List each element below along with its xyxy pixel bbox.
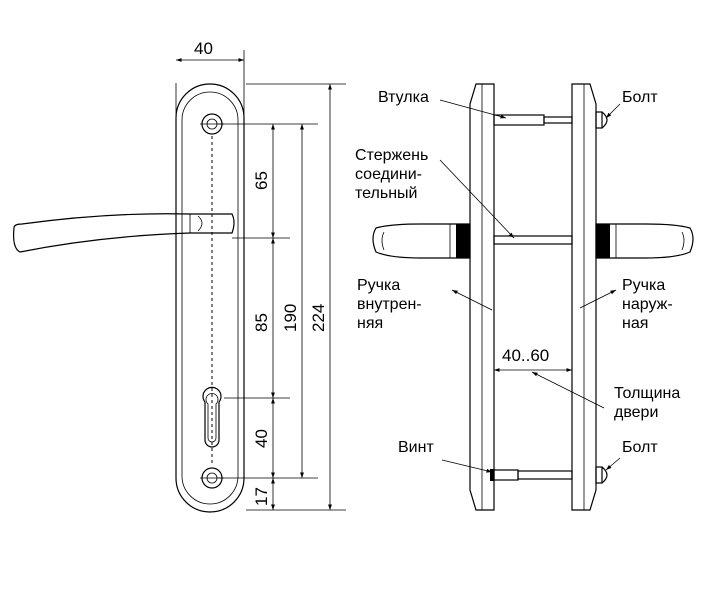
top-bolt	[595, 111, 603, 129]
label-bolt-bottom: Болт	[622, 439, 658, 456]
outer-handle	[595, 223, 694, 259]
label-rod-3: тельный	[355, 185, 417, 202]
outer-backplate	[571, 83, 597, 511]
label-door-thickness-1: Толщина	[614, 385, 680, 402]
label-inner-handle-2: внутрен-	[357, 296, 422, 313]
dim-190: 190	[281, 304, 300, 332]
label-rod-1: Стержень	[355, 147, 428, 164]
label-door-thickness-2: двери	[614, 404, 658, 421]
dim-40-lower: 40	[252, 429, 271, 448]
dim-224: 224	[309, 304, 328, 332]
bottom-screw	[493, 469, 519, 481]
dim-65: 65	[252, 171, 271, 190]
label-rod-2: соедини-	[355, 166, 422, 183]
backplate-outline	[175, 83, 245, 513]
label-bolt-top: Болт	[622, 89, 658, 106]
label-inner-handle-3: няя	[357, 315, 383, 332]
inner-handle	[372, 223, 471, 259]
label-bushing: Втулка	[378, 89, 429, 106]
dim-85: 85	[252, 313, 271, 332]
bottom-bolt	[595, 466, 603, 484]
inner-backplate	[469, 83, 495, 511]
dim-17: 17	[252, 487, 271, 506]
label-outer-handle-2: наруж-	[622, 296, 673, 313]
backplate-inner-outline	[181, 91, 239, 505]
label-inner-handle-1: Ручка	[357, 277, 400, 294]
lever-handle	[13, 213, 235, 253]
front-view: 40 65 85 40 17 190 224	[13, 39, 346, 513]
side-view: 40..60 Втулка Болт Стержень соедини- тел…	[355, 83, 694, 511]
dim-width-40: 40	[194, 39, 213, 58]
label-outer-handle-1: Ручка	[622, 277, 665, 294]
cylinder-cutout	[202, 386, 222, 448]
label-outer-handle-3: ная	[622, 315, 648, 332]
dim-door-range: 40..60	[502, 346, 549, 365]
connecting-rod	[493, 235, 573, 245]
label-screw: Винт	[398, 439, 434, 456]
